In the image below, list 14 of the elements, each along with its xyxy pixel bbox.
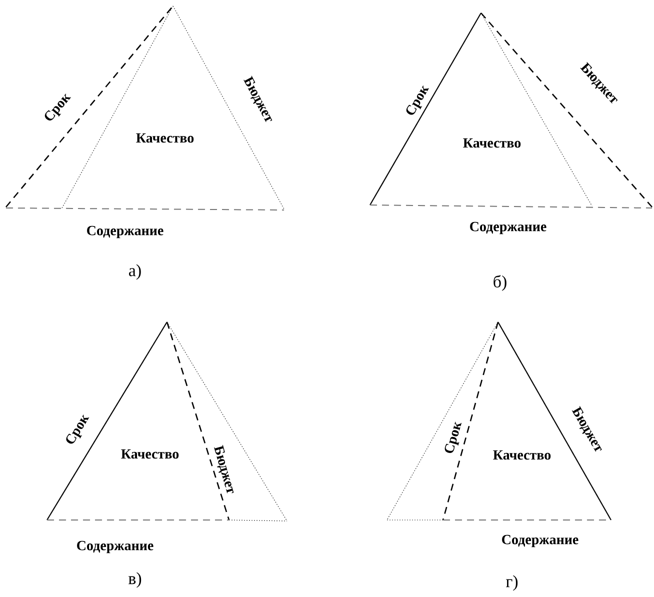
center-label: Качество [136, 133, 194, 143]
panel-label: в) [128, 572, 142, 588]
side-label: Бюджет [214, 444, 234, 494]
center-label: Качество [463, 138, 521, 148]
panel-label: б) [494, 275, 506, 291]
panel-label: г) [506, 575, 518, 591]
side-label: Срок [444, 422, 462, 454]
center-label: Качество [493, 450, 551, 460]
base-label: Содержание [502, 534, 578, 548]
center-label: Качество [121, 449, 179, 459]
base-label: Содержание [87, 226, 164, 238]
base-label: Содержание [470, 222, 546, 234]
panel-label: а) [129, 264, 141, 280]
base-label: Содержание [77, 540, 154, 554]
